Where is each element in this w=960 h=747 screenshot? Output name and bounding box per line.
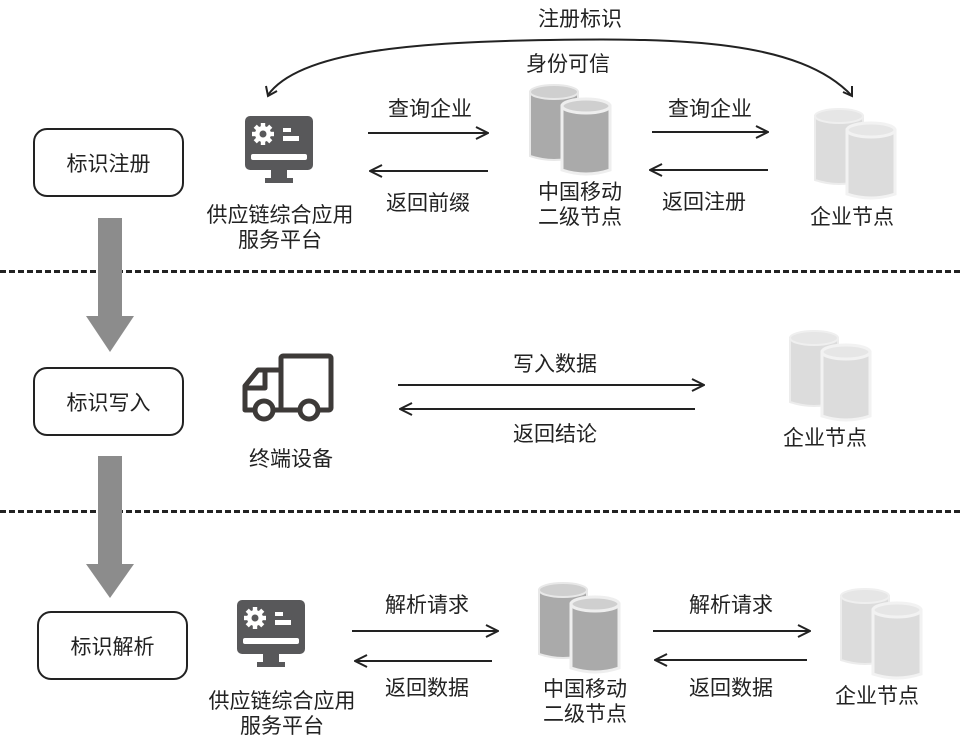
platform-label-line1: 供应链综合应用 <box>206 203 354 227</box>
section-divider-2 <box>0 510 960 513</box>
return-conclusion-label: 返回结论 <box>513 422 597 446</box>
resolution-platform-label-line1: 供应链综合应用 <box>208 689 356 713</box>
secondary-node-database-icon <box>528 83 612 176</box>
secondary-node-label: 中国移动 二级节点 <box>530 180 630 230</box>
resolution-secondary-node-label: 中国移动 二级节点 <box>535 677 635 727</box>
stage-writing-label: 标识写入 <box>66 390 151 415</box>
identity-trusted-label: 身份可信 <box>526 52 610 76</box>
query-enterprise-label-2: 查询企业 <box>668 97 752 121</box>
stage-registration-label: 标识注册 <box>66 151 151 176</box>
secondary-node-label-line1: 中国移动 <box>538 180 622 204</box>
writing-enterprise-node-database-icon <box>788 329 872 422</box>
section-divider-1 <box>0 270 960 273</box>
stage-registration-box: 标识注册 <box>33 128 184 197</box>
enterprise-node-label: 企业节点 <box>810 205 894 229</box>
terminal-device-label: 终端设备 <box>249 447 333 471</box>
write-data-label: 写入数据 <box>513 352 597 376</box>
resolution-secondary-node-label-line2: 二级节点 <box>543 702 627 726</box>
enterprise-node-database-icon <box>813 107 897 200</box>
return-register-label: 返回注册 <box>662 190 746 214</box>
arc-head-left-icon <box>265 85 278 98</box>
platform-label-line2: 服务平台 <box>238 228 322 252</box>
return-data-label-1: 返回数据 <box>385 676 469 700</box>
register-identifier-arc <box>267 38 853 97</box>
arc-head-right-icon <box>842 86 853 98</box>
flow-arrow-1-icon <box>86 218 134 352</box>
flow-arrow-2-icon <box>86 456 134 598</box>
terminal-device-truck-icon <box>242 353 334 422</box>
resolution-enterprise-node-database-icon <box>839 587 923 680</box>
resolve-request-label-1: 解析请求 <box>385 593 469 617</box>
writing-enterprise-node-label: 企业节点 <box>783 426 867 450</box>
stage-resolution-label: 标识解析 <box>70 634 155 659</box>
register-identifier-label: 注册标识 <box>538 7 622 31</box>
resolution-platform-monitor-icon <box>237 600 305 667</box>
platform-label: 供应链综合应用 服务平台 <box>190 203 370 253</box>
platform-monitor-icon <box>245 116 313 183</box>
resolve-request-label-2: 解析请求 <box>689 593 773 617</box>
stage-writing-box: 标识写入 <box>33 367 184 436</box>
resolution-platform-label-line2: 服务平台 <box>240 714 324 738</box>
stage-resolution-box: 标识解析 <box>37 611 188 680</box>
return-data-label-2: 返回数据 <box>689 676 773 700</box>
return-prefix-label: 返回前缀 <box>386 191 470 215</box>
query-enterprise-label-1: 查询企业 <box>388 97 472 121</box>
resolution-secondary-node-database-icon <box>537 581 621 674</box>
secondary-node-label-line2: 二级节点 <box>538 205 622 229</box>
resolution-secondary-node-label-line1: 中国移动 <box>543 677 627 701</box>
resolution-enterprise-node-label: 企业节点 <box>835 684 919 708</box>
resolution-platform-label: 供应链综合应用 服务平台 <box>192 689 372 739</box>
